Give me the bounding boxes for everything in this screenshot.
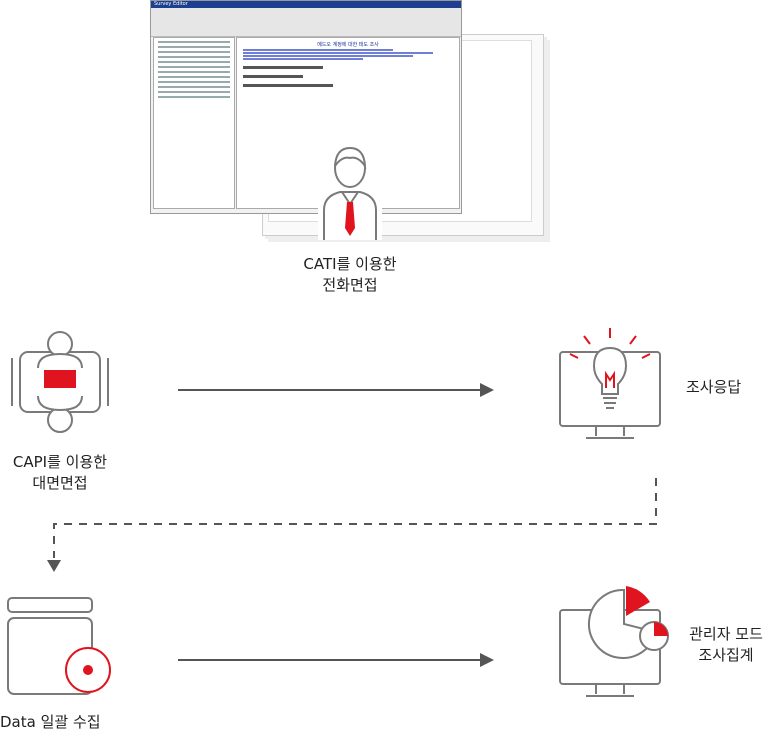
admin-label: 관리자 모드 조사집계	[674, 624, 778, 666]
cati-label-line1: CATI를 이용한	[303, 255, 397, 273]
capi-label: CAPI를 이용한 대면면접	[0, 452, 130, 494]
arrow-data-to-admin	[178, 653, 494, 667]
dashed-flow-line	[47, 478, 657, 572]
doc-title: 메드오 계정에 대한 태도 조사	[317, 42, 379, 48]
pie-chart-monitor-icon	[559, 586, 669, 697]
window-title: Survey Editor	[151, 1, 461, 8]
meeting-table-icon	[11, 331, 109, 433]
cati-label: CATI를 이용한 전화면접	[270, 254, 430, 296]
archive-disc-icon	[7, 597, 111, 695]
capi-label-line2: 대면면접	[32, 474, 88, 492]
data-collect-label: Data 일괄 수집	[0, 713, 101, 731]
response-label: 조사응답	[686, 378, 742, 396]
admin-label-line2: 조사집계	[698, 646, 754, 664]
capi-label-line1: CAPI를 이용한	[12, 453, 108, 471]
arrow-capi-to-response	[178, 383, 494, 397]
cati-label-line2: 전화면접	[322, 276, 378, 294]
lightbulb-monitor-icon	[559, 328, 661, 439]
software-window: Survey Editor 메드오 계정에 대한 태도 조사	[150, 0, 462, 214]
admin-label-line1: 관리자 모드	[689, 625, 763, 643]
question-tree	[153, 37, 235, 209]
person-tie-icon	[318, 146, 382, 240]
window-toolbar	[151, 8, 461, 37]
